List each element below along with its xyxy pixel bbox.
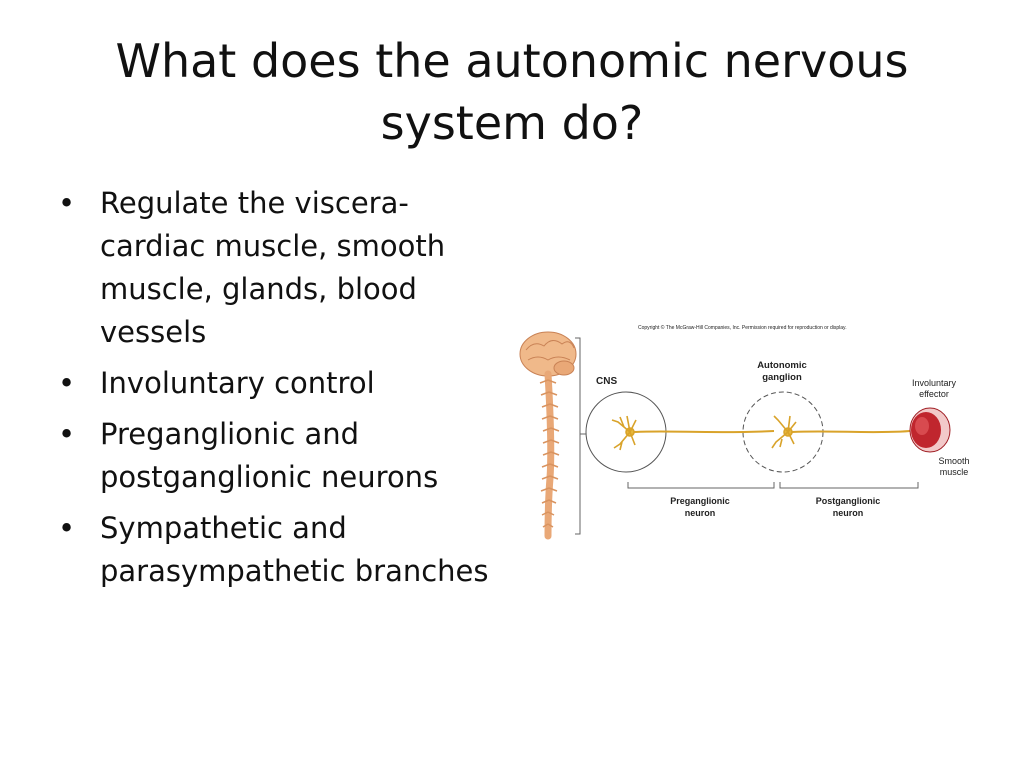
bullet-dot: • [58, 186, 76, 220]
postganglionic-neuron-body [771, 415, 797, 449]
cns-bracket [575, 337, 581, 535]
preganglionic-label-2: neuron [685, 508, 716, 518]
bullet-text: Sympathetic and parasympathetic branches [100, 511, 489, 588]
bullet-text: Involuntary control [100, 366, 375, 400]
bullet-list: • Regulate the viscera- cardiac muscle, s… [58, 182, 498, 601]
postganglionic-axon [791, 430, 911, 434]
postganglionic-bracket [779, 482, 919, 489]
preganglionic-axon [633, 430, 775, 434]
muscle-label-2: muscle [940, 467, 969, 477]
preganglionic-label-1: Preganglionic [670, 496, 730, 506]
cns-label: CNS [596, 376, 617, 387]
bullet-item: • Regulate the viscera- cardiac muscle, s… [58, 182, 498, 354]
bullet-item: • Sympathetic and parasympathetic branche… [58, 507, 498, 593]
preganglionic-neuron-body [611, 415, 637, 451]
brain-icon [519, 331, 577, 377]
spinal-cord-icon [539, 370, 560, 540]
bullet-item: • Preganglionic and postganglionic neuron… [58, 413, 498, 499]
preganglionic-bracket [627, 482, 775, 489]
bullet-item: • Involuntary control [58, 362, 498, 405]
effector-label-2: effector [919, 389, 949, 399]
postganglionic-label-1: Postganglionic [816, 496, 881, 506]
postganglionic-label-2: neuron [833, 508, 864, 518]
slide-title: What does the autonomic nervous system d… [115, 34, 909, 150]
autonomic-neuron-figure: Copyright © The McGraw-Hill Companies, I… [512, 318, 992, 543]
bullet-dot: • [58, 417, 76, 451]
effector-label-1: Involuntary [912, 378, 957, 388]
smooth-muscle-icon [909, 407, 951, 453]
bullet-text: Preganglionic and postganglionic neurons [100, 417, 439, 494]
bullet-text: Regulate the viscera- cardiac muscle, sm… [100, 186, 446, 349]
muscle-label-1: Smooth [938, 456, 969, 466]
copyright-text: Copyright © The McGraw-Hill Companies, I… [638, 324, 847, 331]
bullet-dot: • [58, 366, 76, 400]
neuron-diagram: Copyright © The McGraw-Hill Companies, I… [519, 324, 970, 540]
ganglion-label-2: ganglion [762, 372, 802, 383]
ganglion-label-1: Autonomic [757, 360, 807, 371]
bullet-dot: • [58, 511, 76, 545]
